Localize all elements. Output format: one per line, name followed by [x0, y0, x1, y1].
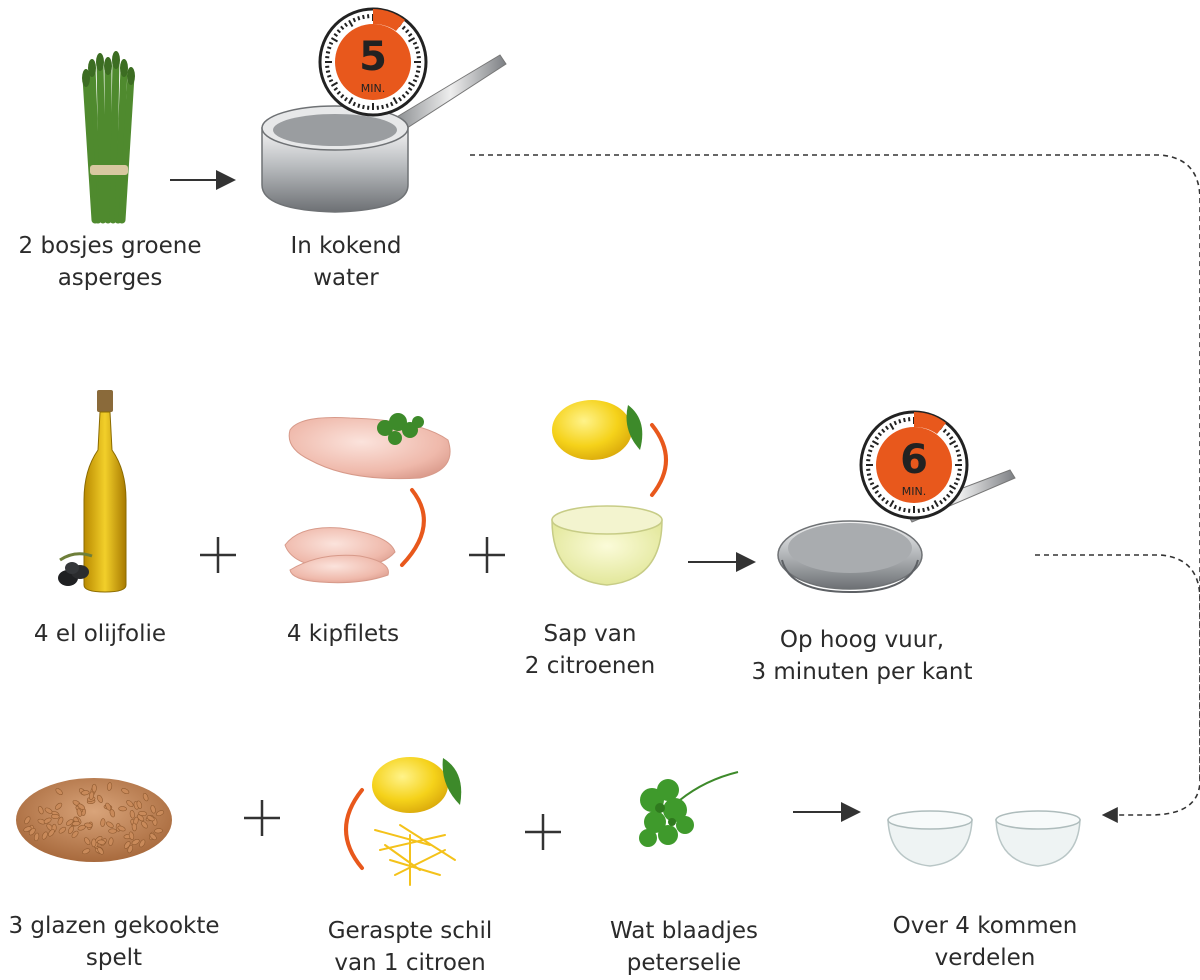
pan-label: Op hoog vuur, 3 minuten per kant — [722, 624, 1002, 688]
timer-tick — [358, 16, 359, 20]
timer-tick — [957, 474, 961, 475]
parsley-label: Wat blaadjes peterselie — [584, 915, 784, 979]
timer-5-min-icon: 5 MIN. — [320, 9, 426, 115]
timer-tick — [382, 105, 383, 109]
timer-tick — [358, 104, 359, 108]
timer-tick — [867, 474, 871, 475]
timer-tick — [415, 47, 419, 48]
timer-tick — [868, 479, 872, 480]
timer-tick — [363, 15, 364, 19]
plus-sign-4 — [525, 814, 561, 850]
timer-tick — [956, 450, 960, 451]
lemon-juice-label: Sap van 2 citroenen — [490, 618, 690, 682]
timer-tick — [928, 507, 929, 511]
olive-oil-bottle-image — [58, 390, 126, 592]
oil-label: 4 el olijfolie — [0, 618, 200, 650]
lemon-juice-image — [552, 400, 666, 585]
spelt-grain — [109, 829, 117, 833]
chicken-label: 4 kipfilets — [243, 618, 443, 650]
timer-6-value: 6 — [900, 437, 928, 483]
glass-bowls-image — [888, 811, 1080, 866]
parsley-image — [639, 772, 738, 847]
lemon-zest-label: Geraspte schil van 1 citroen — [310, 915, 510, 979]
timer-tick — [899, 507, 900, 511]
spelt-grain — [118, 806, 126, 811]
asparagus-label: 2 bosjes groene asperges — [0, 230, 220, 294]
timer-tick — [956, 479, 960, 480]
pot-label: In kokend water — [246, 230, 446, 294]
timer-tick — [327, 76, 331, 77]
timer-tick — [867, 455, 871, 456]
bowls-label: Over 4 kommen verdelen — [870, 910, 1100, 974]
timer-tick — [326, 52, 330, 53]
lemon-zest-image — [346, 757, 461, 885]
timer-6-min-icon: 6 MIN. — [861, 412, 967, 518]
spelt-grains-image — [16, 778, 172, 862]
timer-tick — [868, 450, 872, 451]
timer-tick — [416, 71, 420, 72]
spelt-grain — [51, 814, 59, 819]
spelt-grain — [154, 828, 162, 833]
timer-5-unit: MIN. — [361, 82, 385, 95]
timer-tick — [904, 418, 905, 422]
timer-6-unit: MIN. — [902, 485, 926, 498]
dashed-connector-row2 — [1035, 555, 1200, 815]
timer-tick — [923, 508, 924, 512]
timer-tick — [416, 52, 420, 53]
timer-tick — [904, 508, 905, 512]
asparagus-image — [82, 51, 135, 220]
timer-tick — [363, 105, 364, 109]
chicken-fillets-image — [285, 413, 450, 583]
spelt-grain — [92, 784, 96, 792]
timer-tick — [327, 47, 331, 48]
plus-sign-3 — [244, 800, 280, 836]
timer-tick — [387, 104, 388, 108]
timer-tick — [415, 76, 419, 77]
spelt-grain — [72, 821, 80, 826]
timer-5-value: 5 — [359, 34, 387, 80]
spelt-label: 3 glazen gekookte spelt — [0, 910, 228, 974]
plus-sign-2 — [469, 537, 505, 573]
timer-tick — [899, 419, 900, 423]
spelt-grain — [91, 839, 96, 847]
timer-tick — [326, 71, 330, 72]
timer-tick — [957, 455, 961, 456]
plus-sign-1 — [200, 537, 236, 573]
